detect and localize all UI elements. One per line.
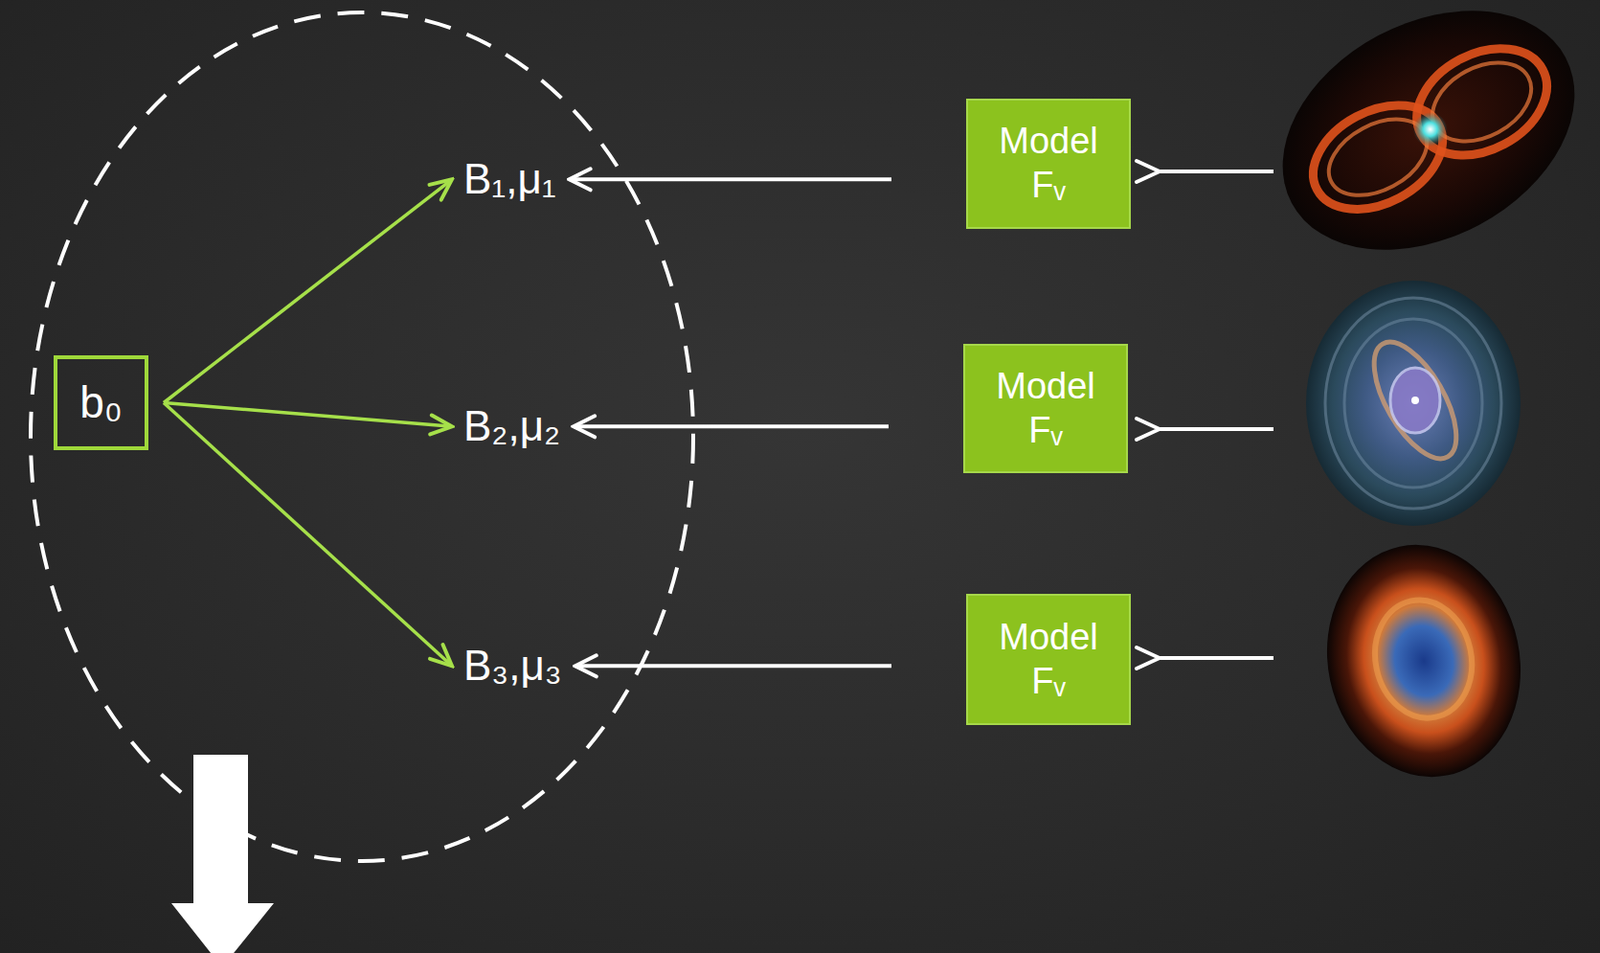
parameter-label-text: B₁,μ₁: [463, 155, 557, 204]
parameter-box-text: b₀: [79, 378, 123, 428]
dashed-boundary: [30, 12, 694, 861]
model-box: Model Fᵥ: [963, 343, 1128, 474]
white-arrow: [569, 177, 892, 181]
model-box-text: Model Fᵥ: [981, 615, 1116, 703]
parameter-label: B₃,μ₃: [457, 639, 568, 693]
down-arrow: [171, 754, 274, 953]
parameter-label: B₁,μ₁: [457, 153, 563, 206]
green-arrow: [163, 403, 452, 428]
parameter-label-text: B₂,μ₂: [463, 402, 561, 451]
green-arrow: [163, 179, 452, 403]
input-arrow: [1159, 427, 1274, 431]
model-box: Model Fᵥ: [966, 98, 1131, 229]
model-box: Model Fᵥ: [966, 593, 1131, 725]
model-box-text: Model Fᵥ: [978, 364, 1113, 452]
parameter-label: B₂,μ₂: [457, 400, 566, 453]
cats-eye-nebula: [1306, 280, 1521, 526]
green-arrow: [163, 403, 452, 667]
white-arrow: [575, 663, 892, 668]
hourglass-nebula: [1240, 0, 1600, 298]
helix-nebula: [1306, 526, 1542, 795]
input-arrow: [1159, 655, 1274, 660]
model-box-text: Model Fᵥ: [981, 119, 1116, 207]
input-arrow: [1159, 169, 1274, 174]
parameter-box: b₀: [53, 355, 149, 451]
white-arrow: [573, 424, 889, 429]
parameter-label-text: B₃,μ₃: [463, 641, 563, 691]
